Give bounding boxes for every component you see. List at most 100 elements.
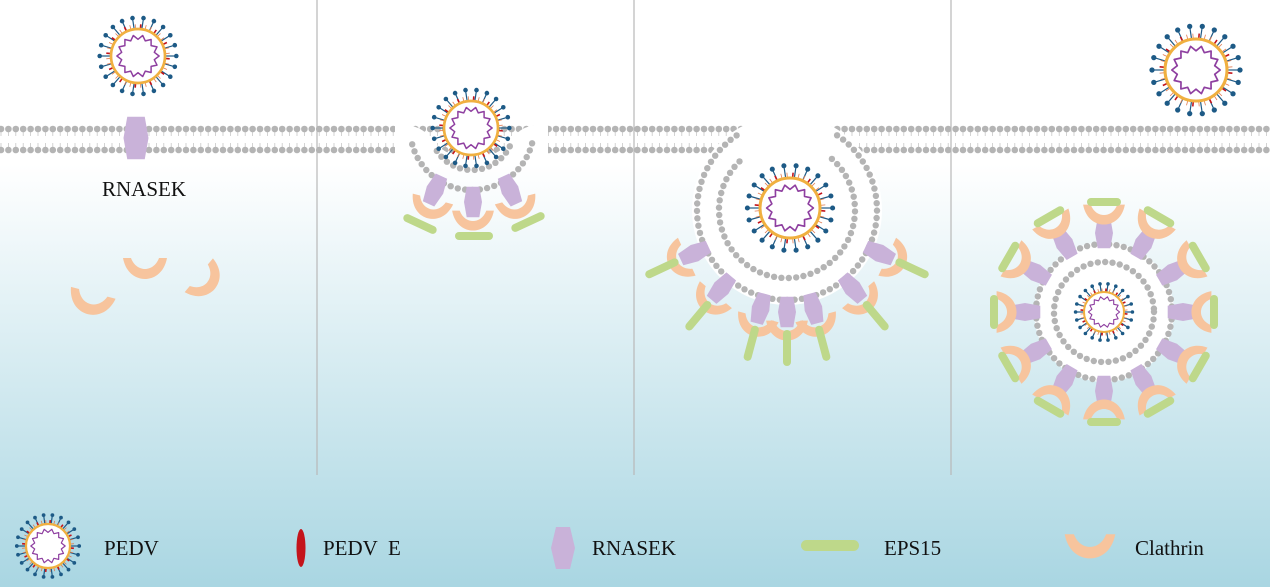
lipid-head <box>71 146 79 154</box>
lipid-head <box>1132 347 1139 354</box>
lipid-head <box>619 146 626 154</box>
lipid-head <box>1226 146 1233 154</box>
lipid-head <box>153 146 160 154</box>
lipid-head <box>1152 146 1159 154</box>
spike-head <box>1199 110 1205 117</box>
lipid-head <box>937 125 945 133</box>
spike-head <box>744 205 750 211</box>
clathrin-shape <box>494 193 536 219</box>
eps15-protein <box>685 300 712 331</box>
virus-envelope <box>1163 37 1229 103</box>
spike-head <box>1083 288 1088 293</box>
spike-head <box>98 42 104 48</box>
spike-head <box>501 146 506 151</box>
rnasek-protein <box>1095 375 1113 407</box>
lipid-head <box>414 154 421 162</box>
lipid-head <box>648 146 656 154</box>
lipid-head <box>1018 146 1026 154</box>
lipid-head <box>12 146 20 154</box>
lipid-head <box>1004 125 1011 133</box>
rnasek-shape <box>123 116 149 160</box>
extracellular-space <box>0 0 1270 124</box>
pedv-virus-icon <box>14 513 82 579</box>
lipid-head <box>256 125 264 133</box>
spike-head <box>141 15 146 21</box>
lipid-head <box>604 146 612 154</box>
lipid-head <box>456 165 464 172</box>
curved-lipid-layer <box>715 155 859 282</box>
lipid-head <box>323 146 330 154</box>
lipid-head <box>944 146 952 154</box>
clathrin-shape <box>1137 208 1176 239</box>
lipid-head <box>641 146 649 154</box>
rnasek-shape <box>803 292 824 325</box>
legend-label-clathrin: Clathrin <box>1135 536 1204 560</box>
lipid-head <box>330 146 338 154</box>
pedv-virus <box>1149 23 1243 117</box>
legend-label-eps15: EPS15 <box>884 536 941 560</box>
lipid-head <box>707 158 715 165</box>
lipid-head <box>922 146 930 154</box>
lipid-head <box>1165 330 1172 337</box>
lipid-head <box>820 264 827 271</box>
lipid-head <box>723 176 730 183</box>
lipid-head <box>838 166 846 173</box>
spike-head <box>14 544 19 548</box>
eps15-shape <box>1033 206 1065 228</box>
spike-head <box>50 575 55 579</box>
lipid-head <box>967 125 974 133</box>
lipid-head <box>597 125 604 133</box>
lipid-head <box>798 295 806 302</box>
lipid-head <box>567 146 575 154</box>
rnasek-protein <box>750 292 771 325</box>
lipid-head <box>694 193 702 200</box>
lipid-head <box>19 125 27 133</box>
spike-head <box>1230 91 1236 97</box>
lipid-head <box>1109 259 1116 266</box>
lipid-head <box>656 125 663 133</box>
invagination-cutout <box>395 125 548 160</box>
lipid-head <box>1041 146 1048 154</box>
eps15-protein <box>1143 206 1175 228</box>
spike-head <box>141 91 146 97</box>
lipid-head <box>694 200 701 207</box>
eps15-shape <box>1087 198 1121 206</box>
lipid-head <box>498 155 505 162</box>
eps15-shape <box>998 351 1020 383</box>
eps15-protein <box>403 214 437 234</box>
lipid-head <box>278 146 286 154</box>
eps15-protein <box>1033 396 1065 418</box>
clathrin-protein <box>766 320 808 341</box>
lipid-head <box>1078 125 1085 133</box>
spike-head <box>805 244 811 250</box>
lipid-head <box>116 125 123 133</box>
clathrin-shape <box>1083 204 1125 225</box>
viral-genome <box>116 34 160 78</box>
lipid-head <box>582 125 589 133</box>
lipid-head <box>491 182 498 190</box>
clathrin-protein <box>412 193 454 219</box>
viral-genome <box>30 528 66 564</box>
lipid-head <box>785 274 792 282</box>
lipid-head <box>930 125 937 133</box>
lipid-head <box>1085 146 1093 154</box>
clathrin-shape <box>452 210 494 231</box>
lipid-head <box>726 169 734 176</box>
lipid-head <box>1080 263 1087 270</box>
lipid-head <box>1255 146 1263 154</box>
eps15-protein <box>1188 351 1210 383</box>
lipid-head <box>1050 355 1058 362</box>
lipid-head <box>1075 371 1082 379</box>
rnasek-receptor-label: RNASEK <box>102 177 186 201</box>
spike-head <box>168 74 173 79</box>
lipid-head <box>1144 360 1152 368</box>
spike-head <box>1126 294 1130 299</box>
lipid-head <box>626 125 634 133</box>
lipid-head <box>330 125 338 133</box>
lipid-head <box>249 146 256 154</box>
lipid-head <box>700 171 708 179</box>
lipid-head <box>434 125 441 133</box>
eps15-shape <box>990 295 998 329</box>
lipid-head <box>859 158 866 165</box>
spike-head <box>1151 79 1157 86</box>
